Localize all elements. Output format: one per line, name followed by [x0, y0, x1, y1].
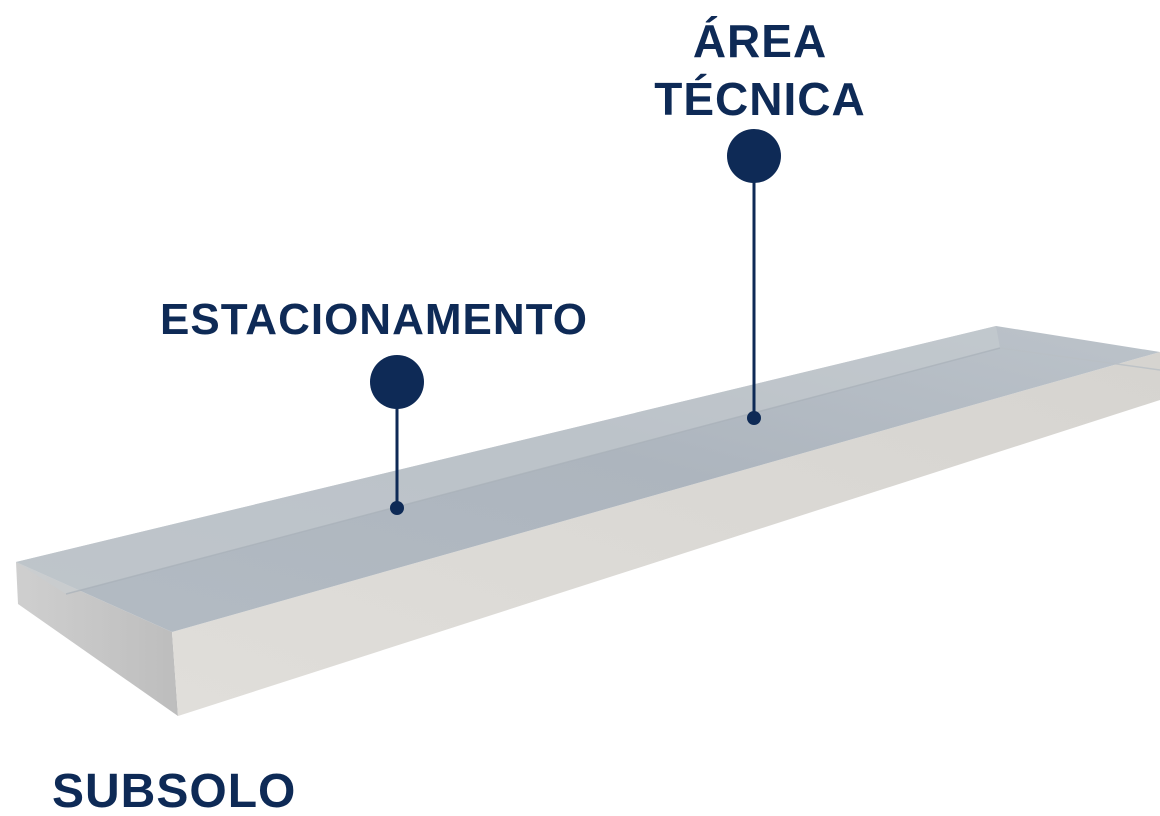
- marker-estacionamento-head: [370, 355, 424, 409]
- marker-area-tecnica: [727, 129, 781, 425]
- slab-rim-edge: [65, 347, 1001, 595]
- slab-front-face: [172, 352, 1160, 716]
- marker-estacionamento-anchor: [390, 501, 404, 515]
- marker-area-tecnica-anchor: [747, 411, 761, 425]
- area-tecnica-label-line-1: ÁREA: [692, 15, 828, 67]
- estacionamento-label: ESTACIONAMENTO: [160, 295, 588, 344]
- area-tecnica-label: ÁREA TÉCNICA: [630, 12, 890, 128]
- level-title: SUBSOLO: [52, 765, 297, 816]
- slab-top-face: [16, 326, 1160, 632]
- slab-right-rim-edge: [999, 347, 1160, 371]
- area-tecnica-label-line-2: TÉCNICA: [654, 73, 866, 125]
- marker-estacionamento: [370, 355, 424, 515]
- slab-side-face: [16, 562, 178, 716]
- marker-area-tecnica-head: [727, 129, 781, 183]
